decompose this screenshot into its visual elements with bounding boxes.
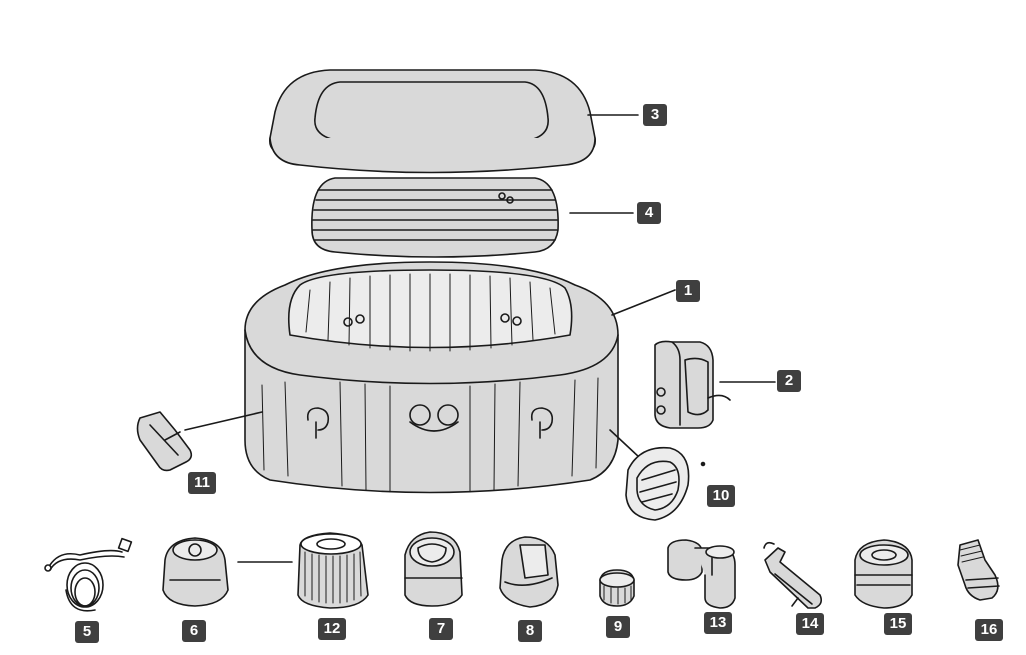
part-label-9: 9 (606, 616, 630, 638)
part-label-8: 8 (518, 620, 542, 642)
buckle-icon (136, 411, 193, 472)
part-label-14: 14 (796, 613, 824, 635)
part-label-6: 6 (182, 620, 206, 642)
part-label-2: 2 (777, 370, 801, 392)
control-unit-icon (654, 340, 731, 429)
inflatable-lid-icon (311, 177, 559, 258)
part-label-4: 4 (637, 202, 661, 224)
valve-cap-icon (499, 536, 559, 608)
strainer-icon (609, 429, 706, 521)
filter-housing-icon (162, 537, 229, 607)
connector-icon (667, 539, 736, 609)
hose-icon (44, 537, 133, 612)
filter-cartridge-icon (297, 532, 369, 609)
spa-cover-icon (268, 69, 597, 174)
part-label-12: 12 (318, 618, 346, 640)
part-label-13: 13 (704, 612, 732, 634)
hose-adapter-icon (957, 539, 1000, 601)
part-label-11: 11 (188, 472, 216, 494)
part-label-5: 5 (75, 621, 99, 643)
part-label-1: 1 (676, 280, 700, 302)
part-label-7: 7 (429, 618, 453, 640)
part-label-16: 16 (975, 619, 1003, 641)
leader-line-1 (611, 289, 676, 316)
part-label-10: 10 (707, 485, 735, 507)
part-label-3: 3 (643, 104, 667, 126)
leader-line-11 (184, 411, 263, 431)
cap-icon (599, 569, 635, 607)
valve-icon (404, 531, 463, 607)
adapter-icon (763, 541, 822, 609)
spa-tub-icon (244, 261, 619, 494)
fitting-icon (854, 539, 913, 609)
part-label-15: 15 (884, 613, 912, 635)
